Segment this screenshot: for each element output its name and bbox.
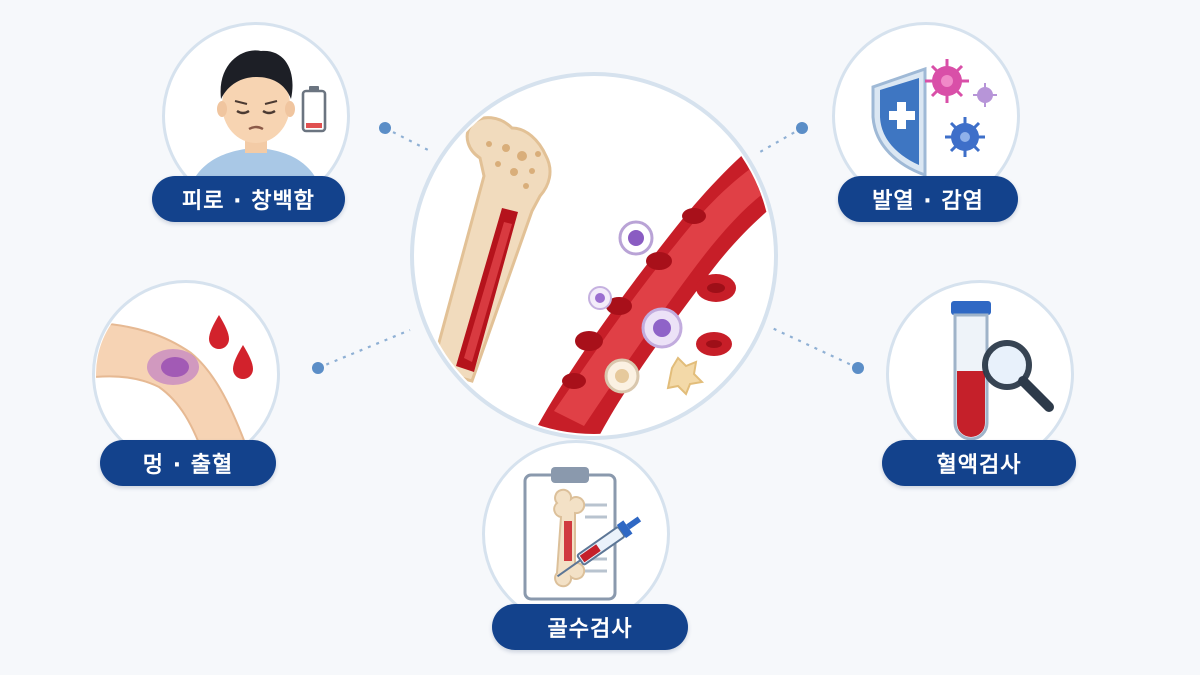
bruised-arm-icon xyxy=(96,315,253,464)
connector-dot-blood-test xyxy=(852,362,864,374)
marrow-test-node xyxy=(482,440,670,628)
clipboard-syringe-icon xyxy=(523,467,642,601)
fatigue-label: 피로 · 창백함 xyxy=(152,176,345,222)
fever-node xyxy=(832,22,1020,210)
bone-marrow-blood-vessel-icon xyxy=(432,116,772,434)
blood-test-node xyxy=(886,280,1074,468)
center-node xyxy=(410,72,778,440)
test-tube-magnifier-icon xyxy=(951,301,1054,441)
bruise-label: 멍 · 출혈 xyxy=(100,440,276,486)
fever-label: 발열 · 감염 xyxy=(838,176,1018,222)
blood-test-label: 혈액검사 xyxy=(882,440,1076,486)
bruise-node xyxy=(92,280,280,468)
shield-virus-icon xyxy=(871,59,997,178)
marrow-test-label: 골수검사 xyxy=(492,604,688,650)
connector-dot-bruise xyxy=(312,362,324,374)
connector-dot-fever xyxy=(796,122,808,134)
connector-dot-fatigue xyxy=(379,122,391,134)
